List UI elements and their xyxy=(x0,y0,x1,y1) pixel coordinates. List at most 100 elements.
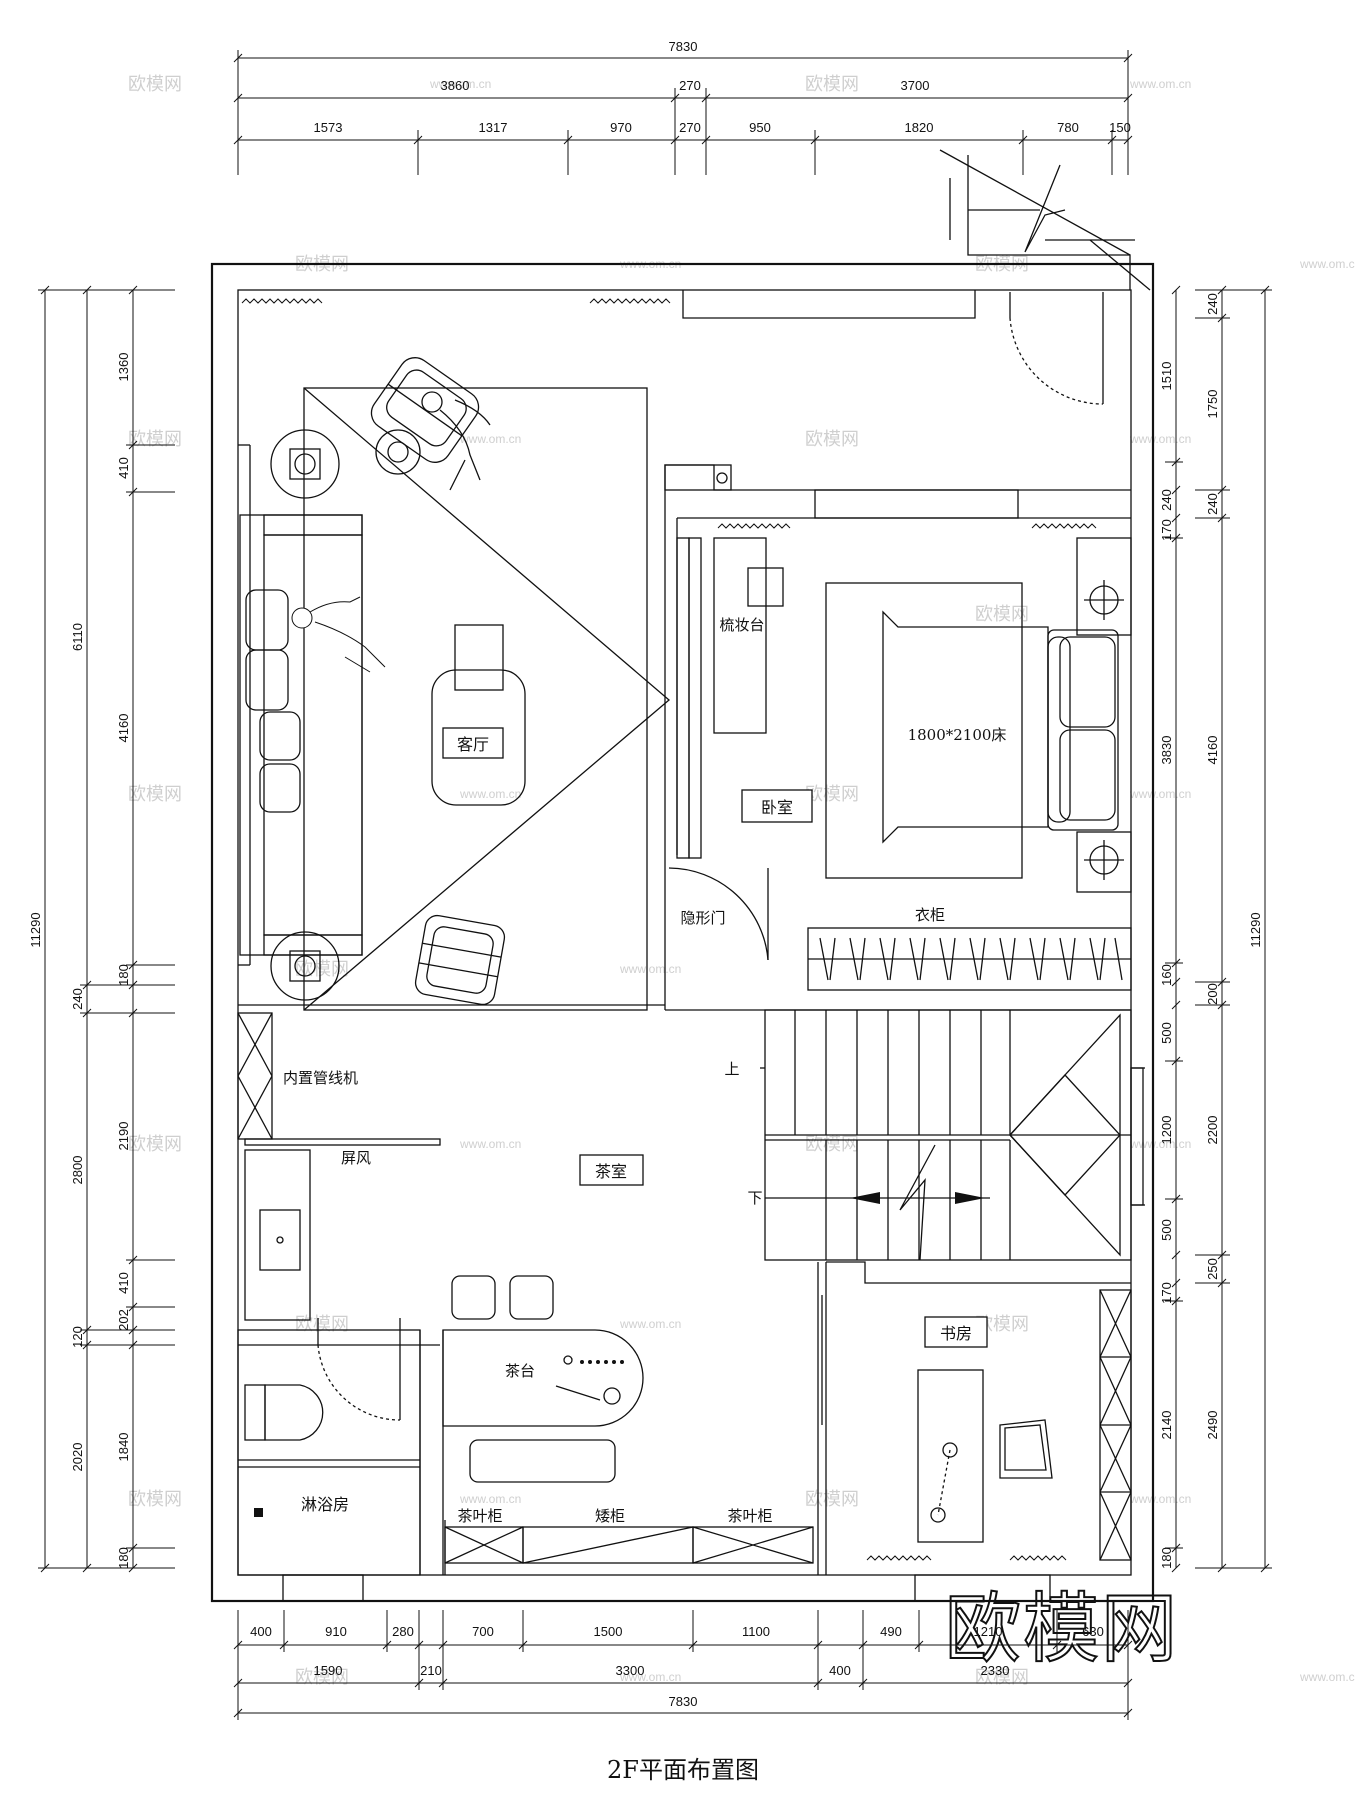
lamp-icon xyxy=(294,453,316,475)
dim-left: 4160 xyxy=(116,714,131,743)
window xyxy=(1130,1067,1144,1206)
low-cabinet-label: 矮柜 xyxy=(595,1507,625,1525)
dim-left: 240 xyxy=(70,988,85,1010)
dim-right: 240 xyxy=(1159,489,1174,511)
desk-item-icon xyxy=(930,1507,946,1523)
dim-left-total: 11290 xyxy=(28,912,43,947)
person-figure xyxy=(421,391,491,491)
rug-diagonal xyxy=(303,387,671,1011)
study: 书房 xyxy=(817,1261,1132,1602)
tea-cups xyxy=(580,1360,624,1364)
desk xyxy=(917,1369,984,1543)
watermark-url: www.om.cn xyxy=(459,432,521,446)
room-label-box xyxy=(579,1154,644,1186)
dim-bottom: 1590 xyxy=(314,1663,343,1678)
dim-right: 1510 xyxy=(1159,362,1174,391)
dim-top: 970 xyxy=(610,120,632,135)
staircase: 上 下 xyxy=(724,1009,1145,1261)
watermark: 欧模网 xyxy=(805,784,859,805)
dim-left: 410 xyxy=(116,457,131,479)
person-figure xyxy=(291,596,386,673)
window xyxy=(282,1574,364,1602)
side-table xyxy=(270,429,340,499)
living-room: 客厅 xyxy=(239,357,671,1011)
curtain xyxy=(1031,523,1097,529)
left-dimension-labels: 11290 6110 240 2800 120 2020 1360 410 41… xyxy=(28,353,131,1569)
bottom-dimension-labels: 400 910 280 700 1500 1100 490 1210 630 1… xyxy=(250,1624,1104,1709)
break-line xyxy=(899,1144,936,1261)
bolster xyxy=(1047,636,1071,823)
dim-left: 1360 xyxy=(116,353,131,382)
window xyxy=(914,1574,1051,1602)
dim-bottom: 280 xyxy=(392,1624,414,1639)
dim-right: 1200 xyxy=(1159,1116,1174,1145)
dim-top: 270 xyxy=(679,78,701,93)
cabinet-x xyxy=(444,1526,524,1564)
sink-drain xyxy=(276,1236,284,1244)
outer-wall xyxy=(210,262,1155,1603)
watermark: 欧模网 xyxy=(295,1314,349,1335)
coffee-table xyxy=(431,669,526,806)
dim-right: 250 xyxy=(1205,1258,1220,1280)
cabinet-diag xyxy=(522,1526,694,1564)
watermark: 欧模网 xyxy=(805,74,859,95)
dim-top: 1317 xyxy=(479,120,508,135)
tea-table xyxy=(442,1329,644,1427)
toilet-icon xyxy=(264,1384,324,1441)
desk-cable xyxy=(937,1449,951,1516)
watermark: 欧模网 xyxy=(128,1489,182,1510)
room-label-shower: 淋浴房 xyxy=(301,1495,349,1514)
right-dimension-labels: 11290 240 1750 240 4160 200 2200 250 249… xyxy=(1159,293,1263,1569)
watermark-url: www.om.cn xyxy=(459,1492,521,1506)
lamp-icon xyxy=(289,950,321,982)
dim-top: 1820 xyxy=(905,120,934,135)
curtain xyxy=(241,298,323,304)
watermark: 欧模网 xyxy=(975,604,1029,625)
office-chair-seat xyxy=(1004,1424,1047,1471)
tea-set-icon xyxy=(563,1355,573,1365)
dim-right: 2200 xyxy=(1205,1116,1220,1145)
dim-left: 2800 xyxy=(70,1156,85,1185)
stair-up-label: 上 xyxy=(724,1060,739,1078)
dim-left: 1840 xyxy=(116,1433,131,1462)
dim-left: 202 xyxy=(116,1309,131,1331)
rug xyxy=(825,582,1023,879)
dim-left: 2190 xyxy=(116,1122,131,1151)
pipe-unit-x xyxy=(237,1012,273,1077)
bed xyxy=(882,610,1049,844)
partition xyxy=(676,537,690,859)
shower-valve-icon xyxy=(254,1508,263,1517)
pipe-unit-label: 内置管线机 xyxy=(283,1069,358,1087)
arrow-icon xyxy=(850,1192,880,1204)
dresser-stool xyxy=(747,567,784,607)
study-wall xyxy=(826,1261,1131,1284)
wardrobe-label: 衣柜 xyxy=(915,906,945,924)
watermark: 欧模网 xyxy=(805,429,859,450)
dim-top: 3860 xyxy=(441,78,470,93)
dim-right-total: 11290 xyxy=(1248,912,1263,947)
watermark-url: www.om.cn xyxy=(619,1317,681,1331)
bed-label: 1800*2100床 xyxy=(908,726,1007,744)
door-swing xyxy=(1009,317,1104,405)
walls xyxy=(210,149,1155,1603)
watermark-url: www.om.cn xyxy=(1129,77,1191,91)
dim-top: 950 xyxy=(749,120,771,135)
wall-column xyxy=(664,464,732,491)
dim-bottom: 1500 xyxy=(594,1624,623,1639)
dim-bottom: 700 xyxy=(472,1624,494,1639)
dim-right: 170 xyxy=(1159,519,1174,541)
round-table xyxy=(375,429,421,475)
watermark: 欧模网 xyxy=(805,1134,859,1155)
dim-bottom: 1210 xyxy=(974,1624,1003,1639)
dim-bottom: 490 xyxy=(880,1624,902,1639)
entry-stair-line xyxy=(939,149,1131,256)
curtain xyxy=(1009,1555,1067,1561)
nightstand xyxy=(1076,537,1132,636)
top-notch-wall xyxy=(682,290,976,319)
watermark: 欧模网 xyxy=(128,429,182,450)
dim-right: 500 xyxy=(1159,1219,1174,1241)
sofa-cushion xyxy=(259,763,301,813)
watermark-url: www.om.cn xyxy=(429,77,491,91)
dim-bottom: 3300 xyxy=(616,1663,645,1678)
bathroom: 淋浴房 xyxy=(237,1318,444,1602)
